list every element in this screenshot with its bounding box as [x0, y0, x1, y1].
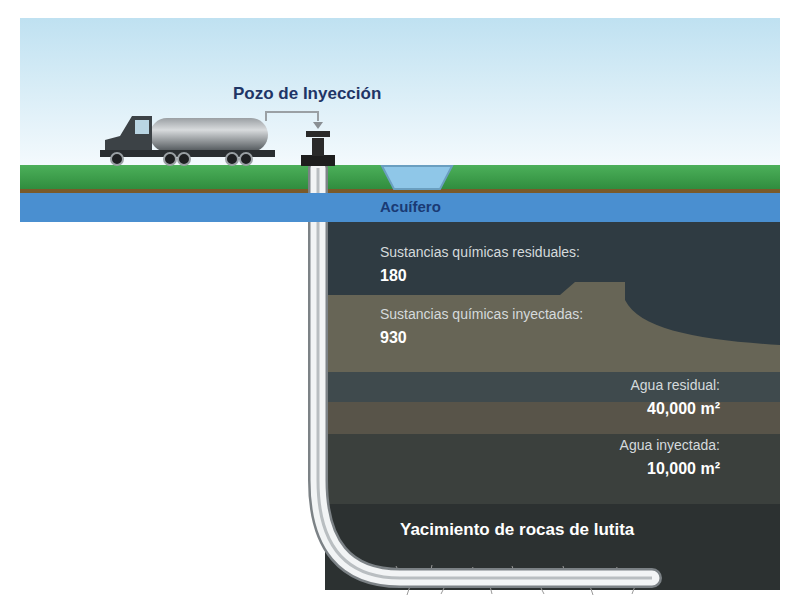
quantity-value: 930: [380, 329, 407, 347]
quantity-value: 180: [380, 267, 407, 285]
quantity-value: 40,000 m²: [647, 400, 720, 418]
quantity-caption: Sustancias químicas inyectadas:: [380, 306, 583, 322]
aquifer-band: Acuífero: [20, 193, 780, 222]
quantity-caption: Sustancias químicas residuales:: [380, 244, 580, 260]
quantity-caption: Agua residual:: [630, 377, 720, 393]
quantity-caption: Agua inyectada:: [620, 437, 720, 453]
tanker-truck: [100, 116, 275, 165]
well-head: [301, 122, 335, 166]
well-bore: [318, 168, 652, 578]
layer-label: Yacimiento de rocas de lutita: [400, 520, 634, 540]
rock-layer-tan: [325, 282, 780, 372]
rock-strata: [325, 222, 780, 590]
quantity-value: 10,000 m²: [647, 460, 720, 478]
rock-layer: [325, 372, 780, 402]
layer-label: Acuífero: [380, 198, 441, 215]
pond: [382, 166, 452, 189]
well-pipe: [318, 168, 652, 578]
hose: [266, 112, 318, 121]
ground-grass: [20, 165, 780, 191]
title-label: Pozo de Inyección: [233, 84, 381, 104]
sky: [20, 18, 780, 166]
well-casing: [318, 168, 652, 578]
rock-layer: [325, 434, 780, 504]
